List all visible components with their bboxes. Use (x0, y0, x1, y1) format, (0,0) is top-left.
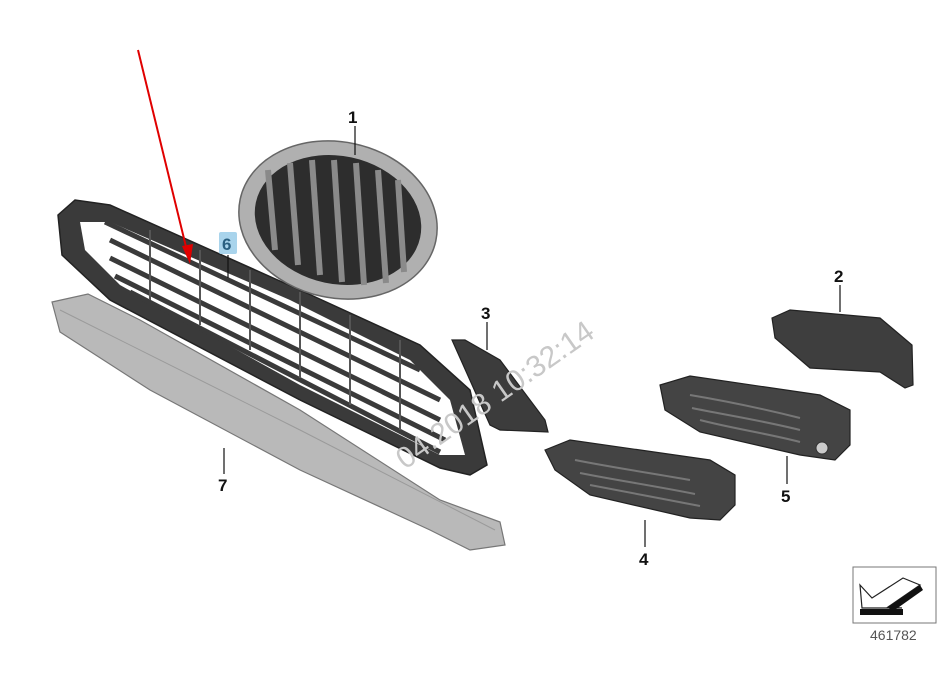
part-5-air-duct[interactable] (659, 375, 851, 461)
part-4-air-duct[interactable] (544, 439, 736, 521)
part-6-highlight (219, 232, 237, 254)
part-number-1: 1 (348, 108, 357, 127)
part-number-4: 4 (639, 550, 649, 569)
part-number-5: 5 (781, 487, 790, 506)
red-pointer-arrow (137, 49, 193, 264)
leader-lines (223, 126, 841, 547)
part-6-lower-grille[interactable] (57, 199, 488, 476)
part-2-panel[interactable] (771, 309, 914, 389)
part-3-cover[interactable] (451, 339, 549, 433)
direction-arrow-icon (852, 566, 937, 624)
part-number-6[interactable]: 6 (222, 235, 231, 254)
diagram-code: 461782 (870, 627, 917, 643)
part-number-7: 7 (218, 476, 227, 495)
part-7-trim-strip[interactable] (51, 293, 506, 551)
part-1-kidney-grille[interactable] (224, 123, 452, 317)
part-number-3: 3 (481, 304, 490, 323)
part-number-2: 2 (834, 267, 843, 286)
